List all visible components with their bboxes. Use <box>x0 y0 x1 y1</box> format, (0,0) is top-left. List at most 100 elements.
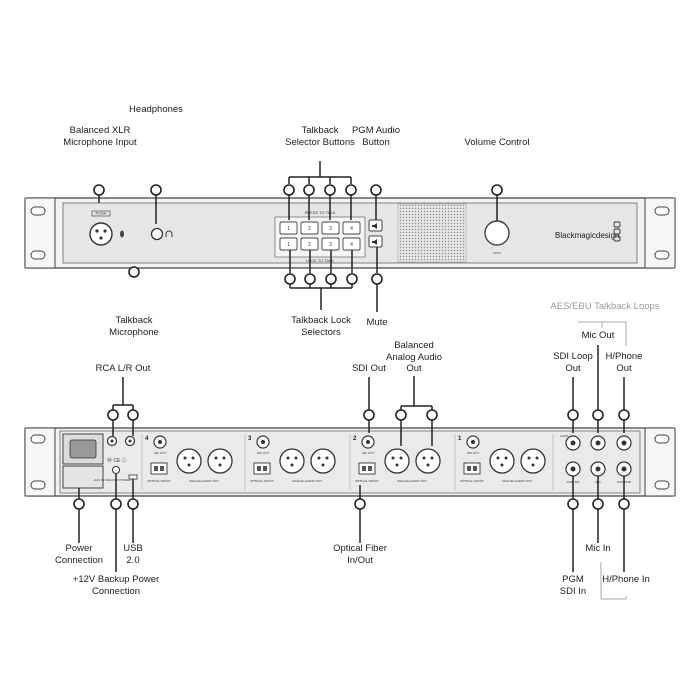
xlr-pin-icon <box>222 456 226 460</box>
bnc-center <box>261 440 265 444</box>
callout-headphones: Headphones <box>129 104 183 115</box>
callout-dot <box>304 273 316 285</box>
callout-dot <box>107 409 119 421</box>
optical-port-lens <box>368 466 372 471</box>
callout-hphone-in: H/Phone In <box>602 574 650 585</box>
callout-dot <box>303 184 315 196</box>
xlr-pin-icon <box>187 463 191 467</box>
callout-mute: Mute <box>366 317 388 328</box>
analog-xlr-out[interactable] <box>384 448 410 474</box>
callout-dot <box>128 266 140 278</box>
rack-slot-icon <box>30 480 46 490</box>
jack-center <box>570 440 576 446</box>
callout-dot <box>324 184 336 196</box>
rack-slot-icon <box>30 250 46 260</box>
analog-xlr-out[interactable] <box>176 448 202 474</box>
talk-button-2[interactable] <box>300 221 319 235</box>
channel-number: 1 <box>458 436 462 442</box>
xlr-pin-icon <box>103 229 107 233</box>
xlr-pin-icon <box>183 456 187 460</box>
headphone-jack-icon[interactable] <box>150 227 164 241</box>
xlr-pin-icon <box>535 456 539 460</box>
callout-dot <box>110 498 122 510</box>
bnc-center <box>366 440 370 444</box>
xlr-pin-icon <box>95 229 99 233</box>
callout-dot <box>345 184 357 196</box>
optical-port[interactable] <box>253 462 271 475</box>
rack-slot-icon <box>30 434 46 444</box>
channel-number: 2 <box>353 436 357 442</box>
xlr-pin-icon <box>286 456 290 460</box>
analog-xlr-out[interactable] <box>279 448 305 474</box>
jack-center <box>570 466 576 472</box>
xlr-pin-icon <box>191 456 195 460</box>
xlr-pin-icon <box>317 456 321 460</box>
talk-button-3[interactable] <box>321 221 340 235</box>
callout-hphone-out: H/Phone Out <box>605 351 643 374</box>
xlr-pin-icon <box>325 456 329 460</box>
talk-button-1[interactable] <box>279 221 298 235</box>
analog-xlr-out[interactable] <box>207 448 233 474</box>
sdi-out-label: SDI OUT <box>362 451 374 455</box>
power-switch[interactable] <box>62 465 104 489</box>
xlr-pin-icon <box>391 456 395 460</box>
optical-port-lens <box>473 466 477 471</box>
brand-mark-icon <box>613 235 621 242</box>
xlr-pin-icon <box>500 463 504 467</box>
xlr-pin-icon <box>294 456 298 460</box>
talk-button-4[interactable] <box>342 221 361 235</box>
callout-dots <box>73 184 630 510</box>
rack-slot-icon <box>654 250 670 260</box>
callout-dot <box>284 273 296 285</box>
analog-xlr-out[interactable] <box>310 448 336 474</box>
lock-button-1[interactable] <box>279 237 298 251</box>
optical-port[interactable] <box>150 462 168 475</box>
analog-xlr-out[interactable] <box>520 448 546 474</box>
analog-audio-label: ANALOG AUDIO OUT <box>502 479 532 483</box>
jack-center <box>595 440 601 446</box>
rca-jack-center <box>110 439 114 443</box>
callout-dot <box>567 498 579 510</box>
callout-pgm-sdi-in: PGM SDI In <box>559 574 587 597</box>
analog-xlr-out[interactable] <box>415 448 441 474</box>
callout-sdi-out: SDI Out <box>352 363 386 374</box>
callout-mic-in: Mic In <box>585 543 611 554</box>
push-tab <box>91 210 111 217</box>
callout-dot <box>363 409 375 421</box>
callout-aes-ebu-talkback-loops: AES/EBU Talkback Loops <box>550 301 660 312</box>
rca-jack-center <box>128 439 132 443</box>
xlr-input-icon[interactable] <box>89 222 113 246</box>
callout-dot <box>354 498 366 510</box>
jack-center <box>595 466 601 472</box>
callout-optical-fiber: Optical Fiber In/Out <box>333 543 387 566</box>
optical-port[interactable] <box>358 462 376 475</box>
loop-label: LOOP <box>560 434 568 438</box>
xlr-pin-icon <box>290 463 294 467</box>
push-label: PUSH <box>95 211 106 216</box>
callout-dot <box>618 498 630 510</box>
rack-slot-icon <box>30 206 46 216</box>
rack-slot-icon <box>654 480 670 490</box>
jack-center <box>621 466 627 472</box>
xlr-pin-icon <box>527 456 531 460</box>
headphones-icon <box>165 230 173 237</box>
xlr-pin-icon <box>496 456 500 460</box>
optical-port[interactable] <box>463 462 481 475</box>
brand-logo: Blackmagicdesign <box>555 231 619 240</box>
volume-knob[interactable] <box>484 220 510 246</box>
analog-xlr-out[interactable] <box>489 448 515 474</box>
usb-port[interactable] <box>128 474 138 480</box>
backup-power-jack[interactable] <box>112 466 120 474</box>
xlr-pin-icon <box>218 463 222 467</box>
channel-number: 3 <box>248 436 252 442</box>
sdi-out-label: SDI OUT <box>467 451 479 455</box>
analog-audio-label: ANALOG AUDIO OUT <box>292 479 322 483</box>
callout-sdi-loop-out: SDI Loop Out <box>553 351 593 374</box>
pgm-audio-icon <box>372 223 377 229</box>
callout-volume-control: Volume Control <box>464 137 530 148</box>
callout-dot <box>395 409 407 421</box>
xlr-pin-icon <box>214 456 218 460</box>
callout-dot <box>592 498 604 510</box>
bnc-center <box>471 440 475 444</box>
